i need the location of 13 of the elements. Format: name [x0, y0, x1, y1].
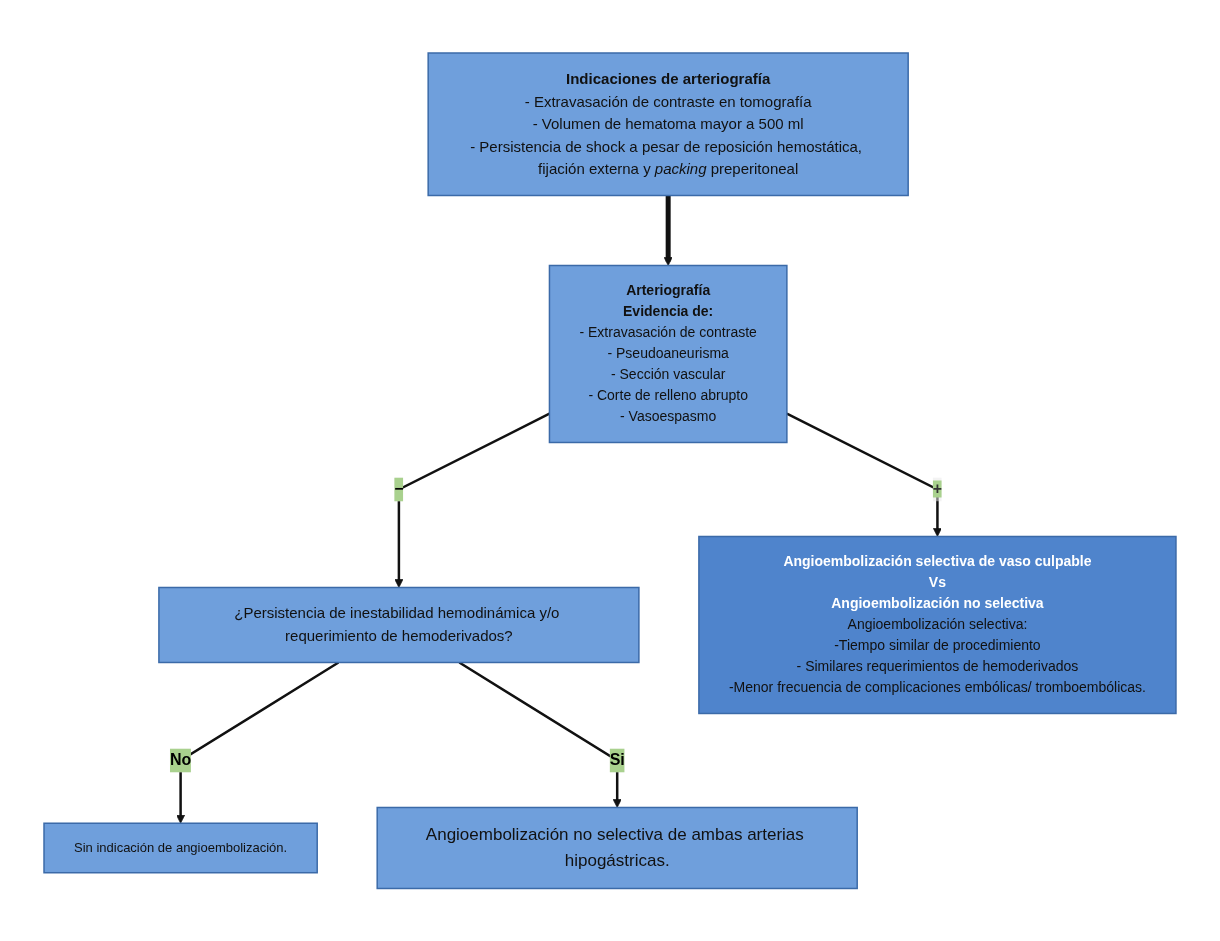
edge-label: +	[932, 480, 943, 498]
arrow	[663, 195, 673, 266]
arrow	[458, 661, 622, 808]
node-box: Angioembolización selectiva de vaso culpable Vs Angioembolización no selectiva Angioembolización selectiva: -Tiempo similar de procedimiento - Similares requerimientos de hemoderivados -Menor frecuencia de complicaciones embólicas/ tromboembólicas.	[698, 535, 1177, 714]
node-box: ¿Persistencia de inestabilidad hemodinámica y/o requerimiento de hemoderivados?	[158, 586, 640, 663]
arrow	[176, 661, 340, 824]
edge-label: Si	[609, 751, 625, 769]
node-box: Sin indicación de angioembolización.	[43, 822, 318, 874]
edge-label: −	[394, 480, 404, 498]
node-box: Angioembolización no selectiva de ambas arterias hipogástricas.	[376, 806, 858, 889]
edge-label: No	[169, 751, 192, 769]
node-box: Indicaciones de arteriografía - Extravasación de contraste en tomografía - Volumen de hematoma mayor a 500 ml - Persistencia de shock a pesar de reposición hemostática, fijación externa y packing preperitoneal	[427, 52, 909, 196]
node-box: Arteriografía Evidencia de: - Extravasación de contraste - Pseudoaneurisma - Sección vascular - Corte de relleno abrupto - Vasoespasmo	[548, 264, 788, 443]
